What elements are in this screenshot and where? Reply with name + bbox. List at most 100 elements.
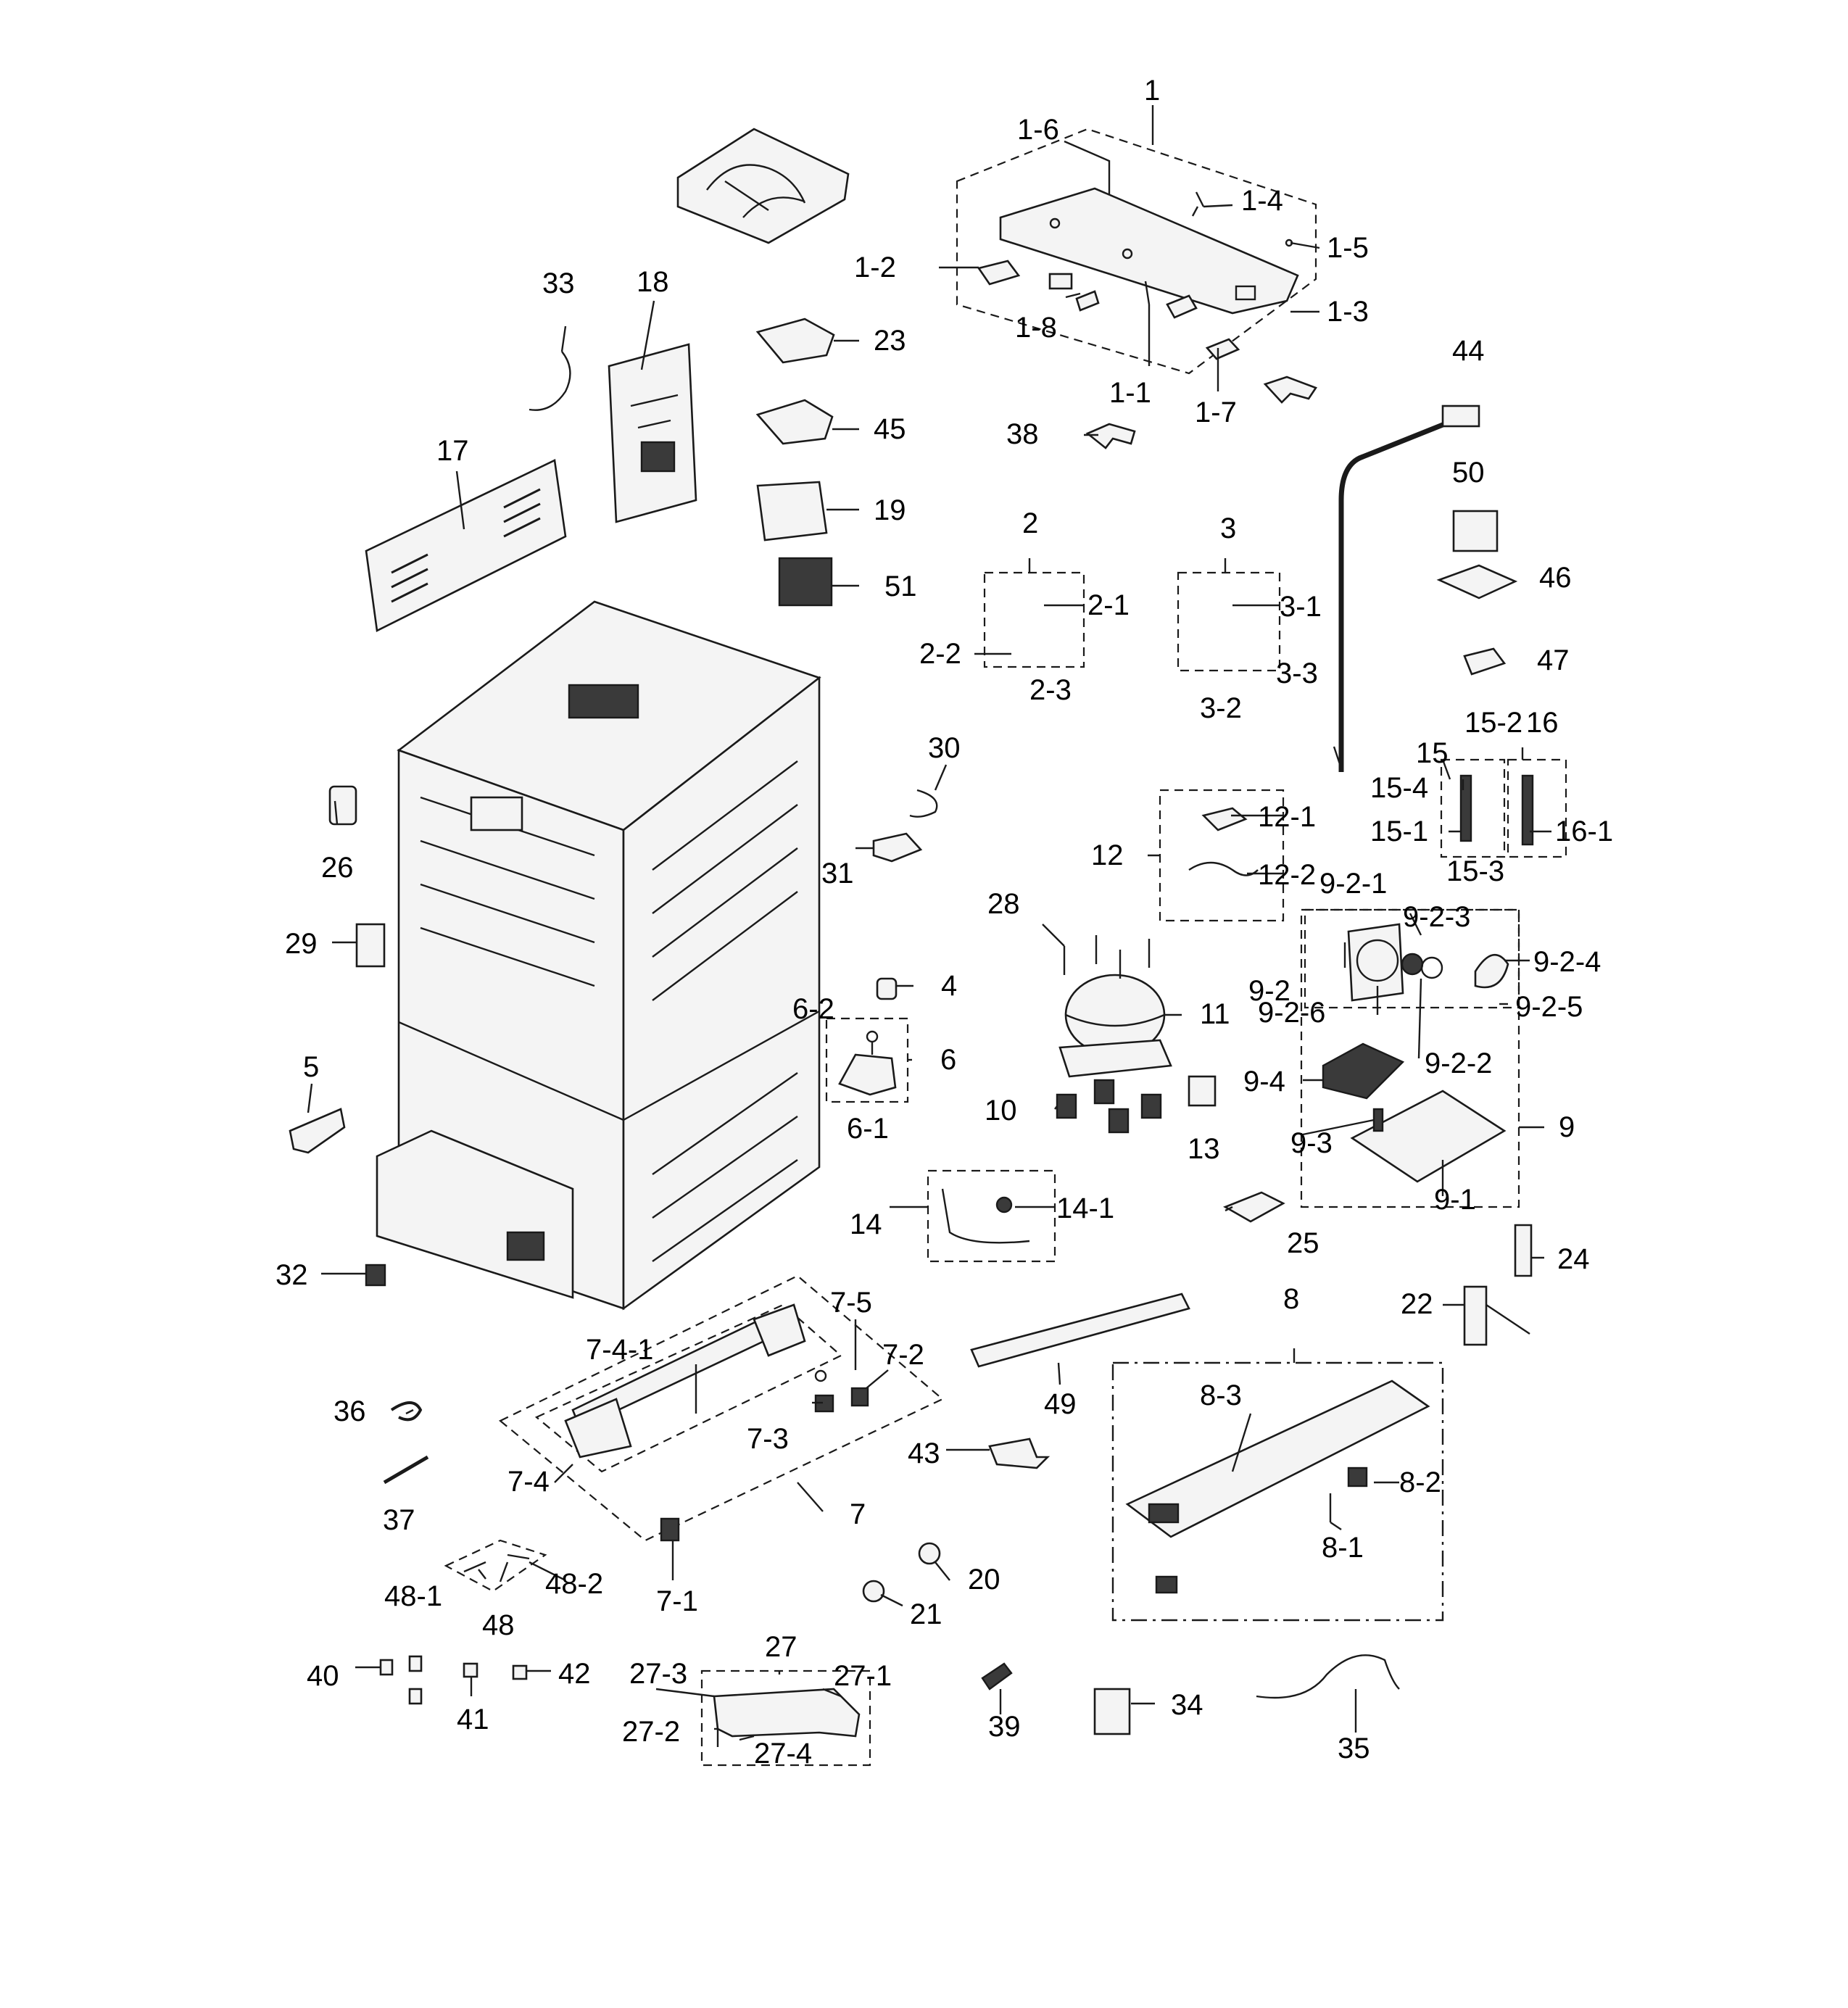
part-15: [1459, 774, 1472, 842]
label-11: 11: [1200, 998, 1230, 1030]
label-16-1: 16-1: [1555, 816, 1613, 847]
label-16: 16: [1526, 707, 1559, 739]
label-4: 4: [941, 970, 957, 1002]
label-27-4: 27-4: [754, 1738, 812, 1770]
label-1-3: 1-3: [1327, 296, 1369, 328]
label-10: 10: [985, 1095, 1017, 1127]
label-50: 50: [1452, 457, 1485, 489]
label-17: 17: [436, 435, 469, 467]
part-46: [1436, 564, 1518, 600]
label-36: 36: [333, 1395, 366, 1427]
part-49: [970, 1293, 1190, 1368]
label-47: 47: [1537, 644, 1570, 676]
label-3-2: 3-2: [1200, 692, 1242, 724]
part-42: [512, 1664, 528, 1680]
part-5: [289, 1108, 346, 1154]
part-27: [713, 1688, 861, 1747]
label-7-4: 7-4: [507, 1466, 550, 1498]
part-33: [529, 351, 571, 411]
label-5: 5: [303, 1051, 319, 1083]
label-1-1: 1-1: [1109, 377, 1151, 409]
label-34: 34: [1171, 1689, 1203, 1721]
label-31: 31: [821, 858, 854, 889]
part-9-4: [1322, 1042, 1405, 1100]
label-2-1: 2-1: [1087, 589, 1130, 621]
part-6-1: [838, 1053, 897, 1096]
label-12: 12: [1091, 839, 1124, 871]
group-14-outline: [927, 1169, 1056, 1263]
label-40: 40: [307, 1660, 339, 1692]
part-31: [872, 832, 923, 863]
part-16: [1521, 774, 1534, 846]
part-51: [778, 557, 833, 607]
parts: [289, 128, 1534, 1747]
label-6-1: 6-1: [847, 1113, 889, 1145]
part-1-plate: [977, 187, 1299, 360]
label-2-2: 2-2: [919, 638, 961, 670]
label-9: 9: [1559, 1111, 1575, 1143]
label-39: 39: [988, 1711, 1021, 1743]
group-9-outline: [1300, 908, 1520, 1208]
group-7-outline: [498, 1274, 945, 1542]
label-2-3: 2-3: [1029, 674, 1072, 706]
group-3-outline: [1177, 571, 1281, 672]
label-1-8: 1-8: [1015, 312, 1057, 344]
part-36: [390, 1401, 423, 1422]
part-7-5: [814, 1369, 827, 1382]
group-6-outline: [825, 1017, 909, 1103]
label-13: 13: [1188, 1133, 1220, 1165]
label-12-1: 12-1: [1258, 801, 1316, 833]
label-32: 32: [275, 1259, 308, 1291]
label-9-2-6: 9-2-6: [1258, 997, 1325, 1029]
label-8-1: 8-1: [1322, 1532, 1364, 1564]
label-23: 23: [874, 325, 906, 357]
label-1-7: 1-7: [1195, 397, 1237, 428]
label-7: 7: [850, 1498, 866, 1530]
label-28: 28: [987, 888, 1020, 920]
part-39: [981, 1662, 1013, 1690]
label-6: 6: [940, 1044, 956, 1076]
leader-lines: [307, 105, 1551, 1741]
label-25: 25: [1287, 1227, 1319, 1259]
label-9-2-5: 9-2-5: [1515, 991, 1583, 1023]
group-2-outline: [983, 571, 1085, 668]
label-18: 18: [637, 266, 669, 298]
part-22: [1463, 1285, 1530, 1346]
part-6-2: [866, 1030, 879, 1043]
label-35: 35: [1338, 1733, 1370, 1764]
callout-labels: 1 1-6 1-4 1-5 1-2 1-3 1-8 1-1 1-7 38 33 …: [275, 75, 1613, 1770]
part-40: [379, 1655, 423, 1705]
label-29: 29: [285, 928, 318, 960]
label-24: 24: [1557, 1243, 1590, 1275]
label-12-2: 12-2: [1258, 859, 1316, 891]
label-14-1: 14-1: [1056, 1192, 1114, 1224]
part-44-clip: [1441, 404, 1480, 428]
label-27: 27: [765, 1631, 797, 1663]
part-20: [918, 1542, 941, 1565]
group-48-outline: [444, 1539, 547, 1593]
label-1-2: 1-2: [854, 252, 896, 283]
part-48-1: [463, 1561, 486, 1573]
label-15: 15: [1416, 737, 1449, 769]
part-38: [1085, 423, 1136, 449]
group-12-outline: [1159, 789, 1285, 922]
label-15-1: 15-1: [1370, 816, 1428, 847]
label-21: 21: [910, 1598, 942, 1630]
part-30: [909, 789, 938, 818]
part-34: [1093, 1688, 1131, 1735]
label-46: 46: [1539, 562, 1572, 594]
label-9-2-1: 9-2-1: [1319, 868, 1387, 900]
part-48-2: [507, 1553, 530, 1560]
label-15-2: 15-2: [1464, 707, 1522, 739]
label-42: 42: [558, 1658, 591, 1690]
label-3-3: 3-3: [1276, 657, 1318, 689]
part-12-2: [1188, 861, 1259, 876]
label-8-2: 8-2: [1399, 1466, 1441, 1498]
part-44: [1338, 410, 1473, 772]
label-7-3: 7-3: [747, 1423, 789, 1455]
part-26: [328, 785, 357, 826]
part-7-2: [850, 1387, 869, 1407]
part-50: [1452, 510, 1499, 552]
part-35: [1256, 1654, 1400, 1699]
